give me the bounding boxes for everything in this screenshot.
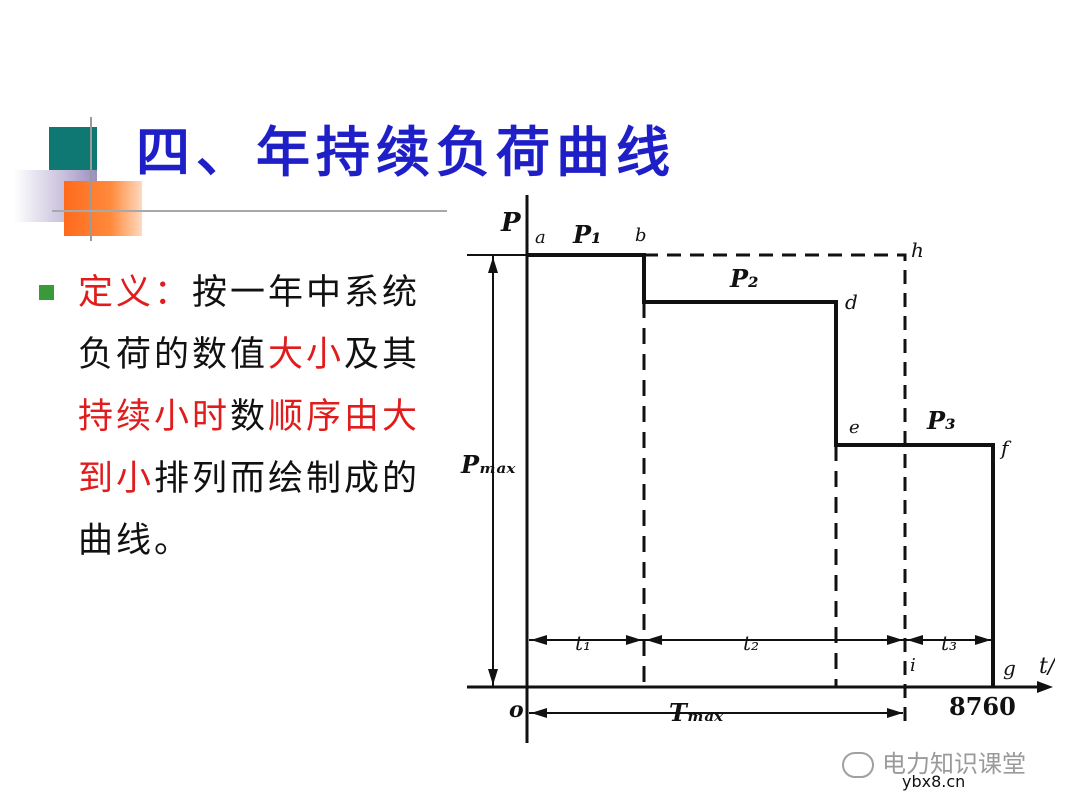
label-origin: o [509, 697, 524, 723]
label-tmax: Tₘₐₓ [669, 698, 724, 727]
label-pmax: Pₘₐₓ [460, 450, 516, 479]
tmax-arrow-right-icon [887, 708, 903, 718]
bullet-square-icon [39, 285, 54, 300]
equivalent-rectangle-dashed [644, 253, 907, 730]
dim-arrow-icon [975, 635, 991, 645]
label-t1: t₁ [575, 631, 591, 655]
title-underline [52, 210, 447, 212]
definition-text: 定义：按一年中系统负荷的数值大小及其持续小时数顺序由大到小排列而绘制成的曲线。 [78, 262, 428, 572]
t-axis-arrow-icon [1037, 681, 1053, 693]
definition-part: 排列而绘制成的曲线。 [78, 459, 421, 561]
load-step-curve [527, 253, 995, 687]
site-url: ybx8.cn [902, 772, 966, 791]
wechat-icon [842, 752, 874, 778]
label-t-axis: t/h [1039, 654, 1055, 679]
dim-arrow-icon [531, 635, 547, 645]
decor-square-orange [64, 181, 142, 236]
label-e: e [849, 417, 860, 438]
definition-part: 数 [230, 397, 269, 437]
label-p-axis: P [500, 208, 522, 238]
dim-arrow-icon [887, 635, 903, 645]
pmax-arrow-down-icon [488, 669, 498, 685]
decor-vertical-line [90, 117, 92, 241]
label-f: f [999, 436, 1012, 460]
dim-arrow-icon [626, 635, 642, 645]
watermark: 电力知识课堂 [842, 744, 1026, 779]
label-a: a [535, 227, 546, 248]
definition-part: 及其 [344, 335, 421, 375]
definition-part: 按一年中系统负荷的数值 [78, 273, 421, 375]
label-p3: P₃ [926, 406, 956, 435]
label-p1: P₁ [572, 220, 602, 249]
dim-arrow-icon [907, 635, 923, 645]
decor-square-teal [49, 127, 97, 177]
label-i: i [910, 655, 916, 676]
label-b: b [635, 225, 647, 246]
label-h: h [911, 238, 924, 262]
watermark-text: 电力知识课堂 [882, 750, 1026, 778]
label-g: g [1003, 656, 1016, 680]
slide-title: 四、年持续负荷曲线 [136, 120, 676, 184]
label-d: d [845, 290, 858, 314]
dim-arrow-icon [646, 635, 662, 645]
label-t3: t₃ [941, 631, 957, 655]
definition-part-highlight: 大小 [268, 335, 345, 375]
label-t2: t₂ [743, 631, 759, 655]
definition-label: 定义： [78, 273, 193, 313]
load-duration-diagram: P a P₁ b h P₂ d e P₃ f Pₘₐₓ t₁ t₂ t₃ i g… [460, 195, 1055, 743]
tmax-arrow-left-icon [531, 708, 547, 718]
label-p2: P₂ [729, 264, 759, 293]
definition-part-highlight: 持续小时 [78, 397, 231, 437]
pmax-arrow-up-icon [488, 257, 498, 273]
definition-part-highlight: 顺序由大到小 [78, 397, 421, 499]
label-8760: 8760 [949, 692, 1016, 721]
